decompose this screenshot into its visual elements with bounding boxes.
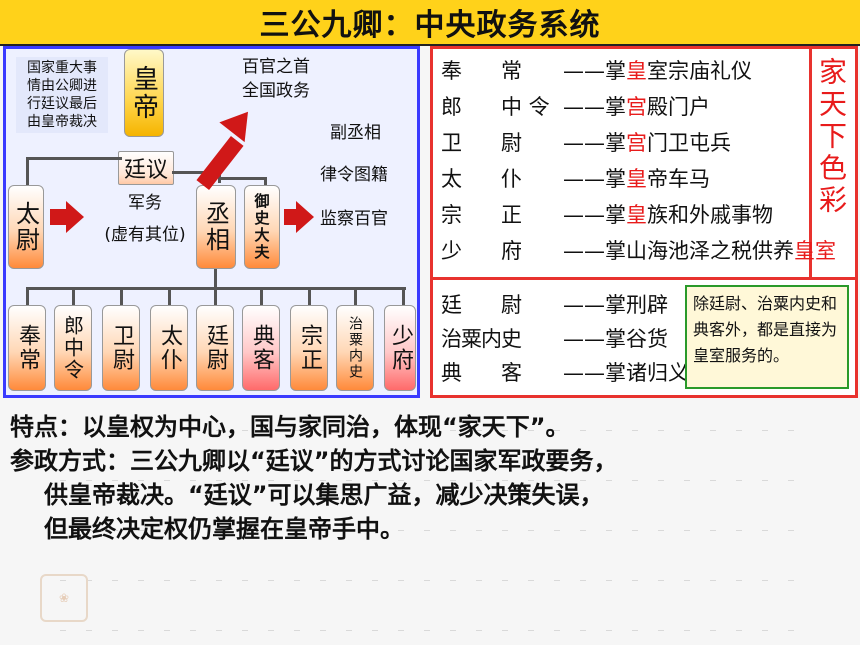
chengxiang-box: 丞相 — [196, 185, 236, 269]
yushi-duty-1: 律令图籍 — [320, 165, 388, 185]
summary-line: 供皇帝裁决。“廷议”可以集思广益，减少决策失误， — [44, 481, 604, 509]
taiwei-arrow-icon — [50, 209, 68, 225]
summary-line: 参政方式：三公九卿以“廷议”的方式讨论国家军政要务， — [10, 447, 618, 475]
table-row: 治粟内史——掌谷货 — [441, 327, 668, 351]
table-row: 卫尉——掌宫门卫屯兵 — [441, 131, 731, 155]
taiwei-arrowhead-icon — [66, 201, 84, 233]
minister-zhisuneishi: 治粟内史 — [336, 305, 374, 391]
minister-shaofu: 少府 — [384, 305, 416, 391]
summary-line: 特点：以皇权为中心，国与家同治，体现“家天下”。 — [10, 413, 570, 441]
minister-weiwei: 卫尉 — [102, 305, 140, 391]
org-chart: 国家重大事 情由公卿进 行廷议最后 由皇帝裁决 皇帝 廷议 太尉 丞相 御史大夫… — [3, 46, 420, 398]
minister-tingwei: 廷尉 — [196, 305, 234, 391]
tingyi-note: 国家重大事 情由公卿进 行廷议最后 由皇帝裁决 — [16, 57, 108, 133]
chengxiang-duty: 百官之首 全国政务 — [242, 57, 310, 101]
minister-taipu: 太仆 — [150, 305, 188, 391]
tingyi-box: 廷议 — [118, 151, 174, 185]
decorative-seal-icon: ❀ — [40, 574, 88, 622]
summary: 特点：以皇权为中心，国与家同治，体现“家天下”。 参政方式：三公九卿以“廷议”的… — [10, 410, 858, 546]
taiwei-box: 太尉 — [8, 185, 44, 269]
table-row: 廷尉——掌刑辟 — [441, 293, 668, 317]
slide-title: 三公九卿：中央政务系统 — [0, 0, 860, 46]
jiatianxia-label: 家天下色彩 — [815, 57, 848, 217]
minister-zongzheng: 宗正 — [290, 305, 328, 391]
table-row: 郎中 令——掌宫殿门户 — [441, 95, 710, 119]
yushi-arrowhead-icon — [296, 201, 314, 233]
yushidafu-box: 御史大夫 — [244, 185, 280, 269]
duties-table: 家天下色彩 奉常——掌皇室宗庙礼仪 郎中 令——掌宫殿门户 卫尉——掌宫门卫屯兵… — [430, 46, 858, 398]
minister-fengchang: 奉常 — [8, 305, 46, 391]
yushi-arrow-icon — [284, 209, 298, 225]
taiwei-duty: 军务 (虚有其位) — [104, 193, 186, 245]
chengxiang-arrowhead-icon — [219, 101, 261, 143]
minister-dianke: 典客 — [242, 305, 280, 391]
table-row: 太仆——掌皇帝车马 — [441, 167, 710, 191]
summary-line: 但最终决定权仍掌握在皇帝手中。 — [44, 515, 404, 543]
emperor-box: 皇帝 — [124, 49, 164, 137]
table-row: 奉常——掌皇室宗庙礼仪 — [441, 59, 752, 83]
table-row: 宗正——掌皇族和外戚事物 — [441, 203, 773, 227]
exception-note: 除廷尉、治粟内史和典客外，都是直接为皇室服务的。 — [685, 285, 849, 389]
fu-chengxiang-label: 副丞相 — [330, 123, 381, 143]
yushi-duty-2: 监察百官 — [320, 209, 388, 229]
table-row: 少府——掌山海池泽之税供养皇室 — [441, 239, 836, 263]
minister-langzhongling: 郎中令 — [54, 305, 92, 391]
